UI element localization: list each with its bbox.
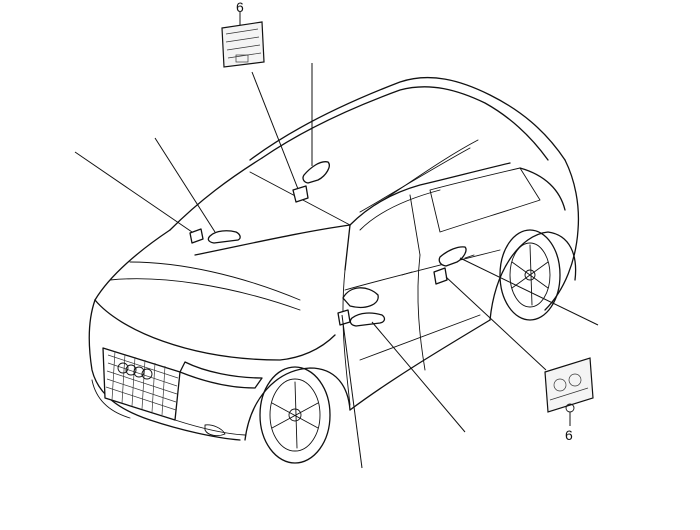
part-windshield-left: [189, 228, 204, 244]
part-front-door-b: [349, 312, 386, 327]
callout-label-top: 6: [236, 0, 244, 15]
part-rear-door-a: [433, 267, 448, 285]
control-module-bottom: [544, 357, 594, 426]
control-module-top: [221, 12, 265, 68]
part-rear-door-b: [438, 246, 467, 267]
car-body: [88, 76, 580, 464]
leader-lines: [74, 63, 599, 469]
part-front-door-a: [337, 309, 351, 326]
part-roof-sensor: [292, 185, 309, 203]
component-parts: [189, 161, 467, 327]
part-windshield-center: [207, 230, 241, 244]
part-roof-module: [302, 161, 330, 184]
callout-label-bottom: 6: [565, 427, 573, 443]
